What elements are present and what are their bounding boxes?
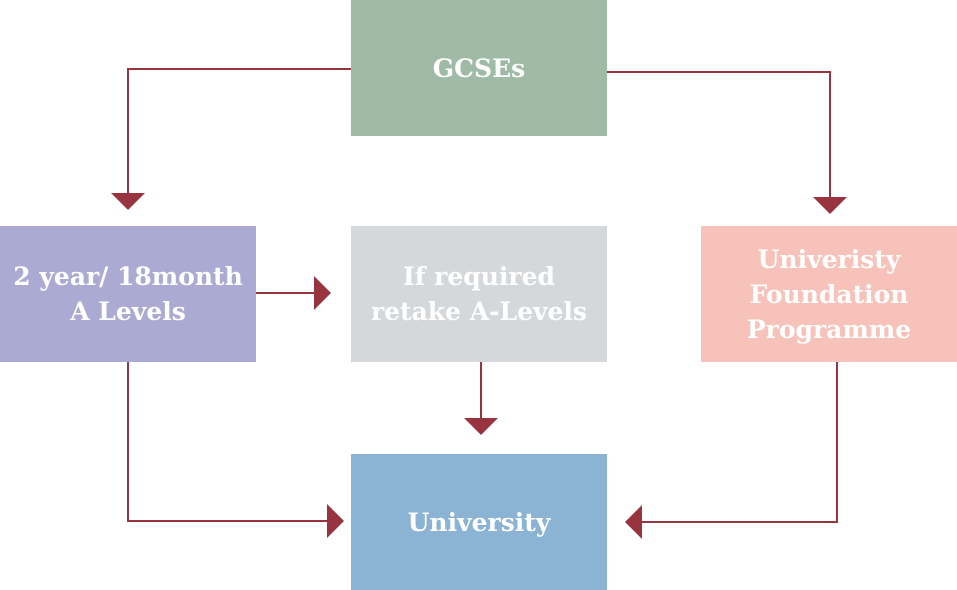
arrowhead-down-foundation [813, 197, 847, 214]
arrowhead-down-alevels [111, 193, 145, 210]
node-a-levels-line-1: 2 year/ 18month [13, 262, 243, 291]
node-university: University [351, 454, 607, 590]
node-foundation-line-3: Programme [746, 314, 912, 344]
node-foundation-line-2: Foundation [749, 279, 909, 309]
node-foundation-programme: Univeristy Foundation Programme [701, 226, 957, 362]
node-gcses-line-1: GCSEs [432, 53, 526, 83]
node-university-line-1: University [407, 507, 551, 537]
arrowhead-left-university [625, 505, 642, 539]
edge-gcses-to-alevels [127, 68, 351, 195]
edge-alevels-to-university [127, 362, 329, 522]
edge-gcses-to-foundation [607, 71, 831, 199]
arrowhead-right-university [327, 504, 344, 538]
arrowhead-right-retake [314, 276, 331, 310]
node-retake-a-levels: If required retake A-Levels [351, 226, 607, 362]
edge-foundation-to-university [640, 362, 838, 523]
node-a-levels: 2 year/ 18month A Levels [0, 226, 256, 362]
arrowhead-down-university [464, 418, 498, 435]
node-gcses: GCSEs [351, 0, 607, 136]
node-retake-line-2: retake A-Levels [370, 297, 587, 326]
node-retake-line-1: If required [403, 262, 555, 291]
node-foundation-line-1: Univeristy [757, 244, 901, 274]
node-a-levels-line-2: A Levels [70, 297, 186, 326]
